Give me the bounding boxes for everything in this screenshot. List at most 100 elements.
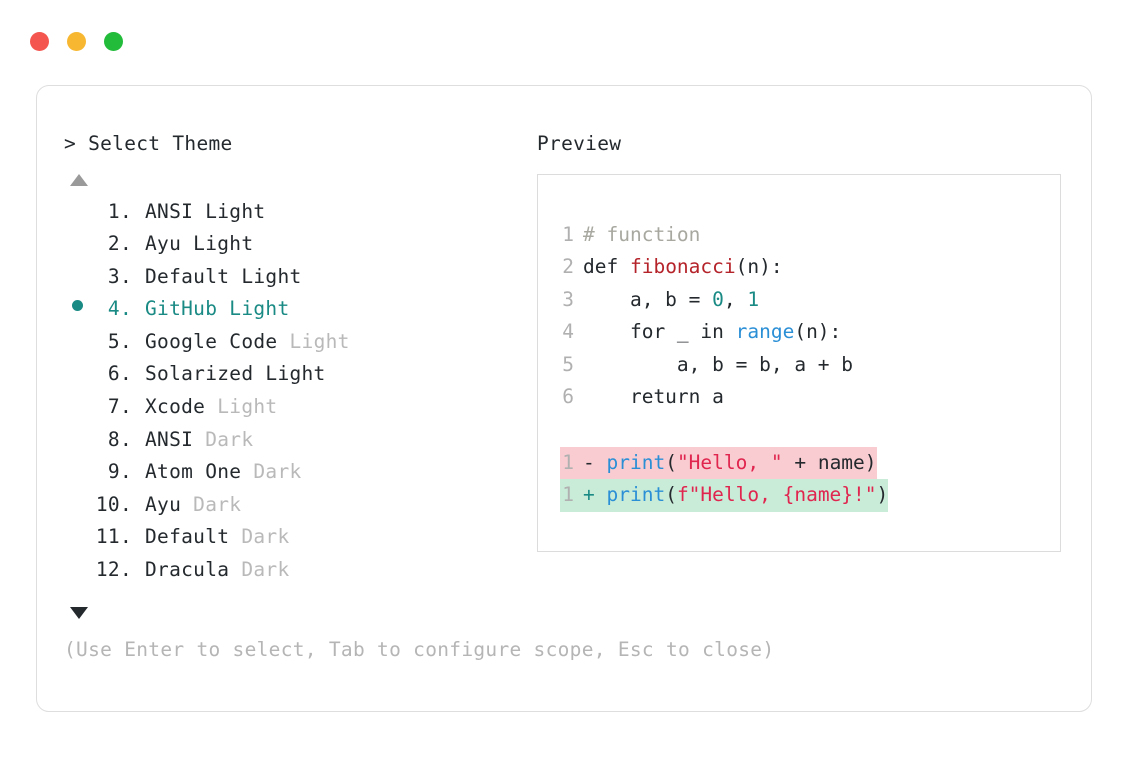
theme-list-item[interactable]: 11. Default Dark bbox=[64, 525, 534, 558]
line-number: 1 bbox=[562, 450, 574, 474]
theme-variant-tag: Dark bbox=[229, 525, 290, 549]
theme-variant-tag: Dark bbox=[193, 427, 254, 451]
theme-name: GitHub Light bbox=[145, 297, 290, 321]
theme-list-item[interactable]: 10. Ayu Dark bbox=[64, 493, 534, 526]
theme-name: Default Light bbox=[145, 264, 302, 288]
theme-name: Ayu Light bbox=[145, 232, 254, 256]
code-token: (n): bbox=[794, 320, 842, 344]
code-gap bbox=[560, 414, 1060, 447]
theme-index: 4. bbox=[107, 297, 132, 321]
code-token: 0 bbox=[712, 287, 724, 311]
line-number: 3 bbox=[562, 287, 574, 311]
code-token: a, b = b, a + b bbox=[583, 352, 854, 376]
theme-variant-tag: Light bbox=[205, 395, 278, 419]
code-token: (n): bbox=[735, 255, 783, 279]
select-theme-prompt: > Select Theme bbox=[64, 132, 233, 155]
code-token: a, b = bbox=[583, 287, 713, 311]
code-token: ( bbox=[665, 450, 677, 474]
line-number: 2 bbox=[562, 255, 574, 279]
code-token: return a bbox=[583, 385, 724, 409]
theme-index: 1. bbox=[107, 199, 132, 223]
theme-name: ANSI Light bbox=[145, 199, 266, 223]
code-token: # function bbox=[583, 222, 701, 246]
minimize-button[interactable] bbox=[67, 32, 86, 51]
triangle-up-icon[interactable] bbox=[70, 173, 88, 186]
keyboard-hint: (Use Enter to select, Tab to configure s… bbox=[64, 638, 775, 661]
theme-list-item[interactable]: 4. GitHub Light bbox=[64, 297, 534, 330]
line-number: 4 bbox=[562, 320, 574, 344]
theme-name: Google Code bbox=[145, 329, 278, 353]
code-token: "Hello, " bbox=[676, 450, 783, 474]
theme-index: 8. bbox=[107, 427, 132, 451]
line-number: 6 bbox=[562, 385, 574, 409]
diff-line-delete: 1- print("Hello, " + name) bbox=[560, 446, 877, 480]
triangle-down-icon[interactable] bbox=[70, 606, 88, 619]
code-token: def bbox=[583, 255, 630, 279]
code-line: 1 # function bbox=[560, 219, 700, 252]
theme-index: 11. bbox=[95, 525, 132, 549]
theme-list-item[interactable]: 2. Ayu Light bbox=[64, 232, 534, 265]
theme-list-item[interactable]: 7. Xcode Light bbox=[64, 395, 534, 428]
code-token: , bbox=[723, 287, 748, 311]
theme-index: 2. bbox=[107, 232, 132, 256]
theme-list-item[interactable]: 12. Dracula Dark bbox=[64, 558, 534, 591]
code-token: print bbox=[606, 450, 666, 474]
theme-list-item[interactable]: 6. Solarized Light bbox=[64, 362, 534, 395]
code-line: 2 def fibonacci(n): bbox=[560, 251, 783, 284]
code-token: + name bbox=[782, 450, 865, 474]
theme-name: Solarized Light bbox=[145, 362, 326, 386]
theme-index: 3. bbox=[107, 264, 132, 288]
code-token: ) bbox=[876, 483, 889, 507]
code-token: print bbox=[606, 483, 666, 507]
code-token: for _ in bbox=[583, 320, 736, 344]
theme-index: 5. bbox=[107, 329, 132, 353]
theme-variant-tag: Light bbox=[277, 329, 350, 353]
window-controls bbox=[30, 32, 123, 51]
theme-name: Dracula bbox=[145, 558, 230, 582]
theme-name: Default bbox=[145, 525, 230, 549]
theme-variant-tag: Dark bbox=[181, 492, 242, 516]
theme-index: 10. bbox=[95, 492, 132, 516]
close-button[interactable] bbox=[30, 32, 49, 51]
theme-selector-panel: > Select Theme 1. ANSI Light 2. Ayu Light 3.… bbox=[64, 134, 534, 619]
code-token: f"Hello, {name}!" bbox=[676, 483, 877, 507]
theme-index: 12. bbox=[95, 558, 132, 582]
code-token: range bbox=[735, 320, 795, 344]
theme-list-item[interactable]: 5. Google Code Light bbox=[64, 330, 534, 363]
diff-line-add: 1 + print(f"Hello, {name}!") bbox=[560, 479, 889, 512]
theme-list-item[interactable]: 3. Default Light bbox=[64, 265, 534, 298]
theme-list-item[interactable]: 8. ANSI Dark bbox=[64, 428, 534, 461]
code-line: 6 return a bbox=[560, 381, 724, 414]
selection-bullet-cell bbox=[64, 300, 90, 315]
line-number: 1 bbox=[562, 483, 574, 507]
code-token: 1 bbox=[747, 287, 760, 311]
theme-name: ANSI bbox=[145, 427, 194, 451]
code-line: 4 for _ in range(n): bbox=[560, 316, 841, 349]
theme-index: 9. bbox=[107, 460, 132, 484]
maximize-button[interactable] bbox=[104, 32, 123, 51]
diff-sign: - bbox=[583, 450, 607, 474]
theme-list-item[interactable]: 1. ANSI Light bbox=[64, 200, 534, 233]
code-token: ) bbox=[864, 450, 877, 474]
line-number: 1 bbox=[562, 222, 574, 246]
theme-picker-card: > Select Theme 1. ANSI Light 2. Ayu Light 3.… bbox=[36, 85, 1092, 712]
theme-index: 6. bbox=[107, 362, 132, 386]
theme-index: 7. bbox=[107, 395, 132, 419]
line-number: 5 bbox=[562, 352, 574, 376]
diff-sign: + bbox=[583, 483, 607, 507]
code-line: 3 a, b = 0, 1 bbox=[560, 284, 759, 317]
selection-bullet-icon bbox=[71, 300, 83, 312]
code-line: 5 a, b = b, a + b bbox=[560, 349, 853, 382]
theme-name: Atom One bbox=[145, 460, 242, 484]
code-token: ( bbox=[665, 483, 677, 507]
theme-variant-tag: Dark bbox=[241, 460, 302, 484]
theme-variant-tag: Dark bbox=[229, 558, 290, 582]
theme-name: Xcode bbox=[145, 395, 206, 419]
theme-name: Ayu bbox=[145, 492, 182, 516]
theme-list-item[interactable]: 9. Atom One Dark bbox=[64, 460, 534, 493]
code-token: fibonacci bbox=[629, 255, 736, 279]
